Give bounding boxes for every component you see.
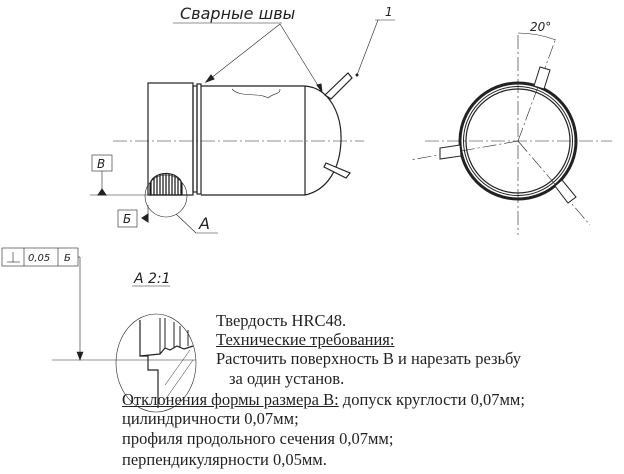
tolerance-value: 0,05: [28, 253, 50, 264]
deviation-line: Отклонения формы размера В: допуск кругл…: [122, 390, 525, 409]
side-view-body: [147, 72, 353, 196]
tolerance-datum: Б: [64, 253, 71, 264]
position-leader: [355, 19, 395, 77]
perpendicularity-line: перпендикулярности 0,05мм.: [122, 450, 327, 469]
datum-v-label: В: [97, 157, 105, 171]
front-view: [409, 32, 612, 235]
datum-b-marker: [117, 205, 149, 228]
detail-view-title: А 2:1: [133, 271, 171, 287]
hardness-note: Твердость HRC48.: [216, 311, 347, 330]
requirement-line-1: Расточить поверхность В и нарезать резьб…: [216, 349, 522, 368]
position-number: 1: [385, 5, 393, 19]
detail-a-label: А: [198, 214, 210, 233]
detail-view-a: [115, 285, 197, 413]
profile-line: профиля продольного сечения 0,07мм;: [122, 429, 394, 448]
tolerance-frame: [1, 247, 196, 361]
requirement-line-2: за один установ.: [229, 369, 345, 388]
angle-dimension: 20°: [530, 20, 551, 34]
cylindricity-line: цилиндричности 0,07мм;: [122, 409, 299, 428]
tech-requirements-title: Технические требования:: [216, 330, 395, 349]
weld-label: Сварные швы: [180, 4, 295, 23]
datum-b-label: Б: [123, 212, 131, 226]
weld-leader: [173, 22, 323, 93]
deviation-roundness: допуск круглости 0,07мм;: [338, 390, 525, 409]
datum-v-marker: [90, 154, 150, 196]
deviation-title: Отклонения формы размера В:: [122, 390, 339, 409]
detail-a-circle: [144, 174, 188, 218]
